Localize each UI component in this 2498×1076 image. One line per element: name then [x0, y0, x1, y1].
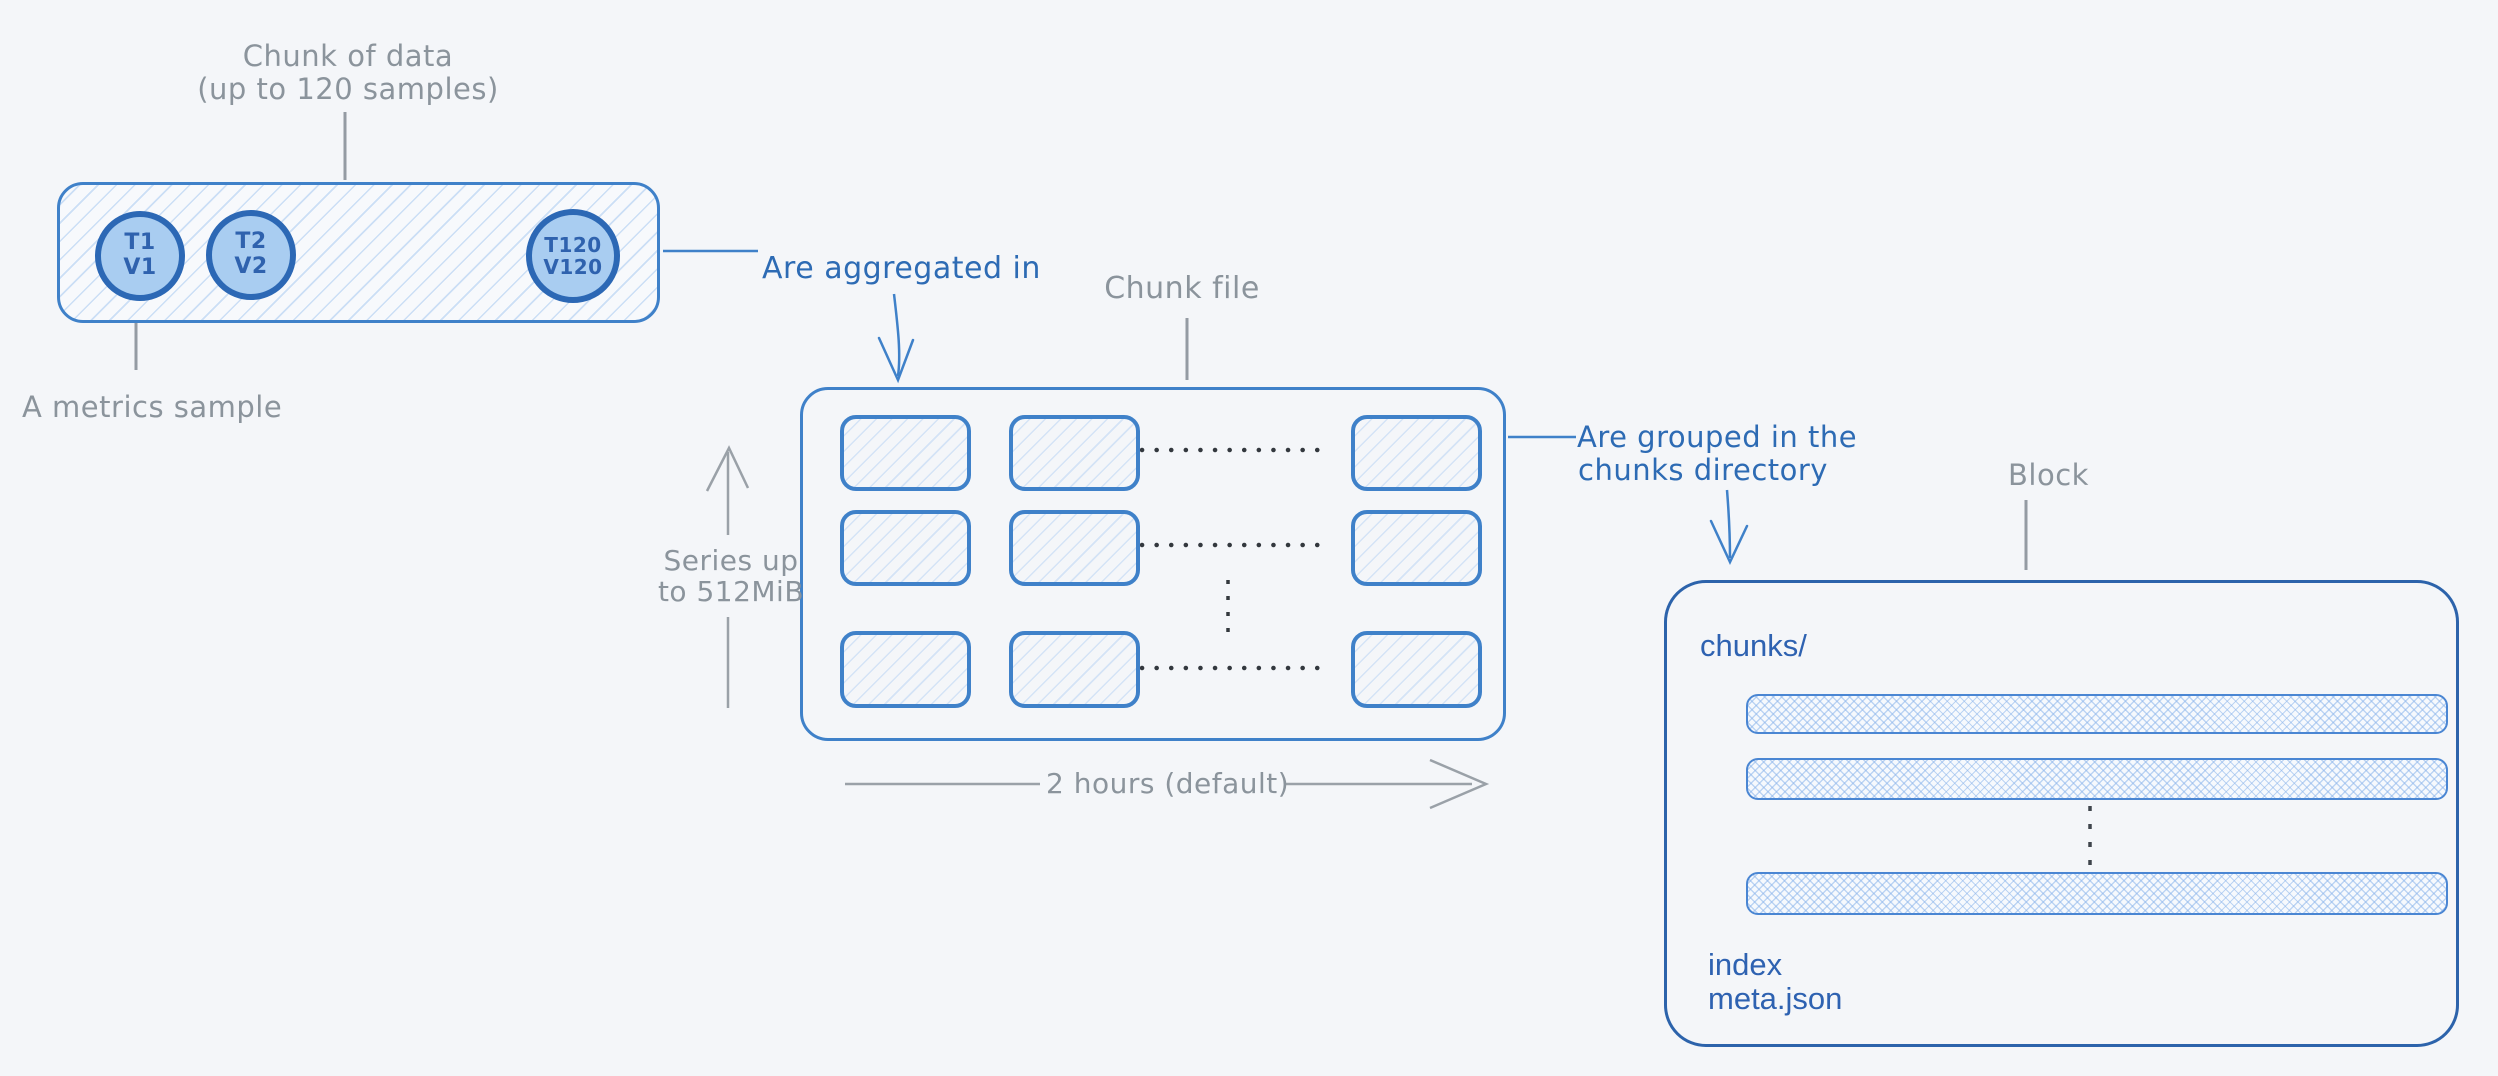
sample-value: V120 [543, 255, 603, 279]
mini-chunk [840, 631, 971, 708]
block-files-list: index meta.json [1708, 948, 1842, 1016]
series-axis-label-line2: to 512MiB [657, 575, 805, 608]
block-file-metajson: meta.json [1708, 981, 1843, 1016]
chunk-of-data-box: T1 V1 T2 V2 T120 V120 [57, 182, 660, 323]
mini-chunk [1009, 510, 1140, 586]
metrics-sample-label: A metrics sample [22, 390, 283, 424]
sample-time: T120 [544, 232, 602, 257]
sample-time: T1 [124, 230, 156, 256]
aggregated-label: Are aggregated in [762, 251, 1041, 286]
block-box [1664, 580, 2459, 1047]
aggregated-arrow-shaft [892, 293, 901, 377]
mini-chunk [1009, 631, 1140, 708]
grouped-label-line1: Are grouped in the [1577, 420, 1858, 454]
grouped-arrow-head-icon [1709, 519, 1749, 565]
series-axis-arrow-head-icon [705, 445, 750, 492]
grouped-label-line2: chunks directory [1578, 453, 1828, 487]
sample-circle-t120: T120 V120 [526, 209, 620, 303]
chunkfile-title: Chunk file [1104, 271, 1260, 306]
mini-chunk [840, 510, 971, 586]
mini-chunk [1351, 631, 1482, 708]
sample-circle-t2: T2 V2 [206, 210, 296, 300]
aggregated-arrow-head-icon [877, 336, 915, 384]
mini-chunk [1351, 415, 1482, 491]
mini-chunk [840, 415, 971, 491]
block-chunks-directory-label: chunks/ [1700, 628, 1807, 663]
mini-chunk [1351, 510, 1482, 586]
sample-time: T2 [235, 229, 267, 255]
sample-value: V2 [234, 254, 268, 279]
sample-circle-t1: T1 V1 [95, 211, 185, 301]
series-axis-label-line1: Series up [663, 544, 799, 577]
grouped-arrow-shaft [1725, 489, 1732, 559]
chunk-of-data-title-line2: (up to 120 samples) [197, 72, 499, 106]
chunk-file-bar [1746, 694, 2448, 734]
chunk-file-bar [1746, 872, 2448, 915]
time-axis-arrow-head-icon [1429, 758, 1490, 810]
chunk-file-bar [1746, 758, 2448, 800]
sample-value: V1 [123, 255, 157, 280]
grouped-label: Are grouped in the chunks directory [1577, 420, 1858, 487]
series-axis-label: Series up to 512MiB [636, 545, 826, 607]
time-axis-label: 2 hours (default) [1046, 767, 1290, 800]
block-file-index: index [1708, 947, 1783, 982]
chunk-of-data-title-line1: Chunk of data [242, 39, 454, 73]
chunk-of-data-title: Chunk of data (up to 120 samples) [158, 40, 538, 106]
block-title: Block [2008, 458, 2089, 492]
chunk-file-box [800, 387, 1506, 741]
mini-chunk [1009, 415, 1140, 491]
